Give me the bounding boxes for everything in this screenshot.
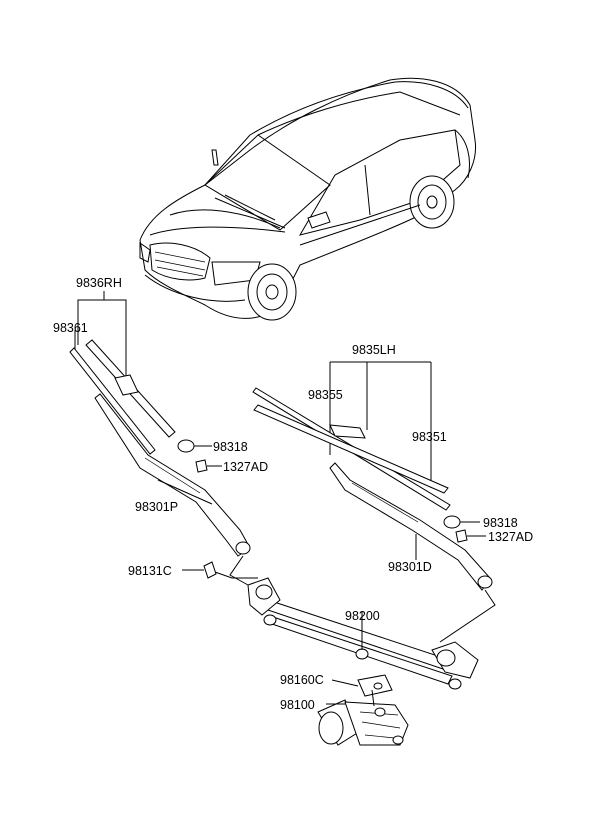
label-98160c: 98160C — [280, 673, 324, 687]
label-9835lh: 9835LH — [352, 343, 396, 357]
wiper-linkage — [214, 555, 496, 690]
bracket-98160c — [331, 674, 393, 697]
label-98355: 98355 — [308, 388, 343, 402]
label-98318-right: 98318 — [483, 516, 518, 530]
label-98361: 98361 — [53, 321, 88, 335]
pivot-nut — [182, 561, 217, 579]
label-98301d: 98301D — [388, 560, 432, 574]
label-98318-left: 98318 — [213, 440, 248, 454]
wiper-motor — [317, 689, 409, 746]
wiper-arm-left — [94, 393, 251, 557]
label-98351: 98351 — [412, 430, 447, 444]
wiper-arm-right — [329, 462, 493, 591]
car-illustration — [139, 77, 477, 321]
cap-nut-right — [443, 515, 486, 543]
label-9836rh: 9836RH — [76, 276, 122, 290]
label-98131c: 98131C — [128, 564, 172, 578]
wiper-blade-rh — [69, 291, 176, 455]
label-98100: 98100 — [280, 698, 315, 712]
label-98301p: 98301P — [135, 500, 179, 514]
label-98200: 98200 — [345, 609, 380, 623]
cap-nut-left — [177, 439, 222, 473]
label-1327ad-left: 1327AD — [223, 460, 269, 474]
wiper-blade-lh — [252, 361, 451, 511]
label-1327ad-right: 1327AD — [488, 530, 534, 544]
